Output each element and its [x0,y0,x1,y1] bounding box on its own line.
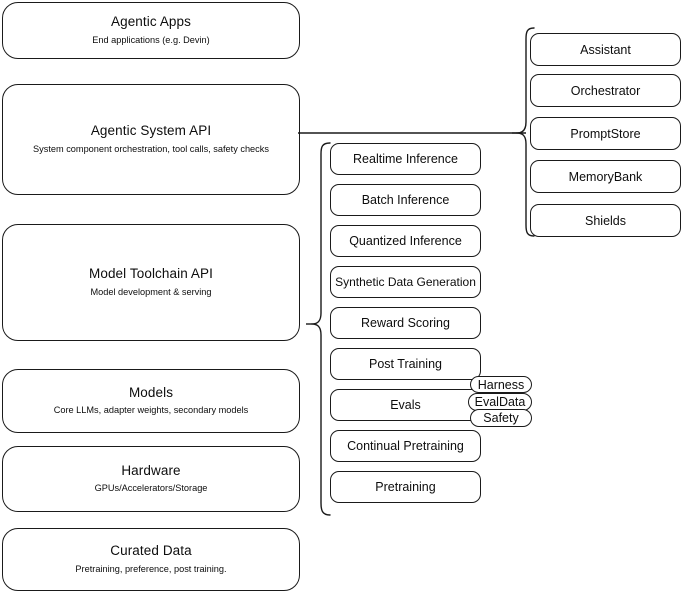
chip-quantized-inference[interactable]: Quantized Inference [330,225,481,257]
layer-model-toolchain-api[interactable]: Model Toolchain API Model development & … [2,224,300,341]
chip-shields[interactable]: Shields [530,204,681,237]
layer-agentic-apps[interactable]: Agentic Apps End applications (e.g. Devi… [2,2,300,59]
chip-post-training[interactable]: Post Training [330,348,481,380]
chip-assistant[interactable]: Assistant [530,33,681,66]
chip-orchestrator[interactable]: Orchestrator [530,74,681,107]
pill-safety[interactable]: Safety [470,409,532,427]
layer-title: Agentic System API [90,123,212,139]
layer-subtitle: Pretraining, preference, post training. [75,563,227,574]
chip-memorybank[interactable]: MemoryBank [530,160,681,193]
layer-title: Agentic Apps [110,14,191,30]
chip-continual-pretraining[interactable]: Continual Pretraining [330,430,481,462]
chip-reward-scoring[interactable]: Reward Scoring [330,307,481,339]
chip-pretraining[interactable]: Pretraining [330,471,481,503]
layer-title: Model Toolchain API [89,266,213,282]
chip-synthetic-data-generation[interactable]: Synthetic Data Generation [330,266,481,298]
layer-hardware[interactable]: Hardware GPUs/Accelerators/Storage [2,446,300,512]
layer-title: Models [128,384,174,400]
layer-curated-data[interactable]: Curated Data Pretraining, preference, po… [2,528,300,591]
layer-subtitle: GPUs/Accelerators/Storage [94,483,208,494]
layer-models[interactable]: Models Core LLMs, adapter weights, secon… [2,369,300,433]
brace-model-toolchain-group [306,141,332,517]
connector-system-api-to-right-group [298,120,526,146]
layer-subtitle: Core LLMs, adapter weights, secondary mo… [53,405,249,416]
layer-title: Curated Data [110,543,192,559]
chip-evals[interactable]: Evals [330,389,481,421]
chip-batch-inference[interactable]: Batch Inference [330,184,481,216]
layer-subtitle: System component orchestration, tool cal… [33,143,269,154]
brace-agentic-system-group [512,26,536,238]
layer-title: Hardware [121,462,181,478]
layer-subtitle: Model development & serving [90,286,212,297]
chip-realtime-inference[interactable]: Realtime Inference [330,143,481,175]
chip-promptstore[interactable]: PromptStore [530,117,681,150]
pill-harness[interactable]: Harness [470,376,532,393]
layer-subtitle: End applications (e.g. Devin) [92,34,210,45]
layer-agentic-system-api[interactable]: Agentic System API System component orch… [2,84,300,195]
